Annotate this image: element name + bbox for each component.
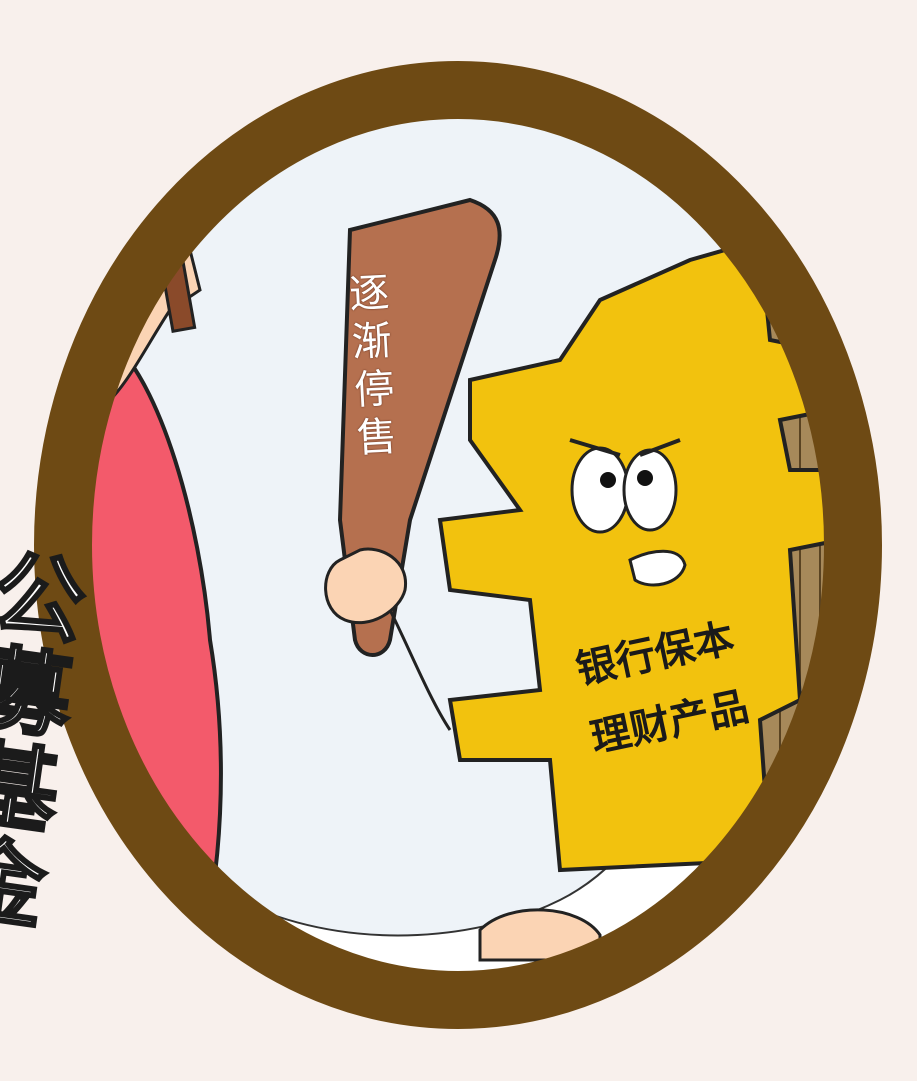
yen-eye-left xyxy=(570,446,630,534)
sign-arm xyxy=(388,609,452,731)
fund-char: 基 xyxy=(0,728,67,850)
sign-char: 渐 xyxy=(350,318,393,367)
sign-board xyxy=(337,197,502,657)
sign-hand xyxy=(324,547,407,625)
sign-char: 售 xyxy=(355,413,398,462)
fund-char: 公 xyxy=(0,538,93,660)
yen-eye-right xyxy=(622,448,678,532)
yen-pupil-left xyxy=(600,472,616,488)
sign-char: 停 xyxy=(353,365,396,414)
sign-char: 逐 xyxy=(348,270,391,319)
circle-frame xyxy=(34,61,882,1029)
yen-brow-left xyxy=(569,438,621,457)
sign-text: 逐 渐 停 售 xyxy=(338,269,408,464)
fund-char: 金 xyxy=(0,823,53,945)
yen-brow-right xyxy=(639,438,681,457)
yen-pupil-right xyxy=(637,470,653,486)
fund-char: 募 xyxy=(0,633,80,755)
yen-foot xyxy=(478,908,602,962)
yen-mouth xyxy=(628,549,687,587)
